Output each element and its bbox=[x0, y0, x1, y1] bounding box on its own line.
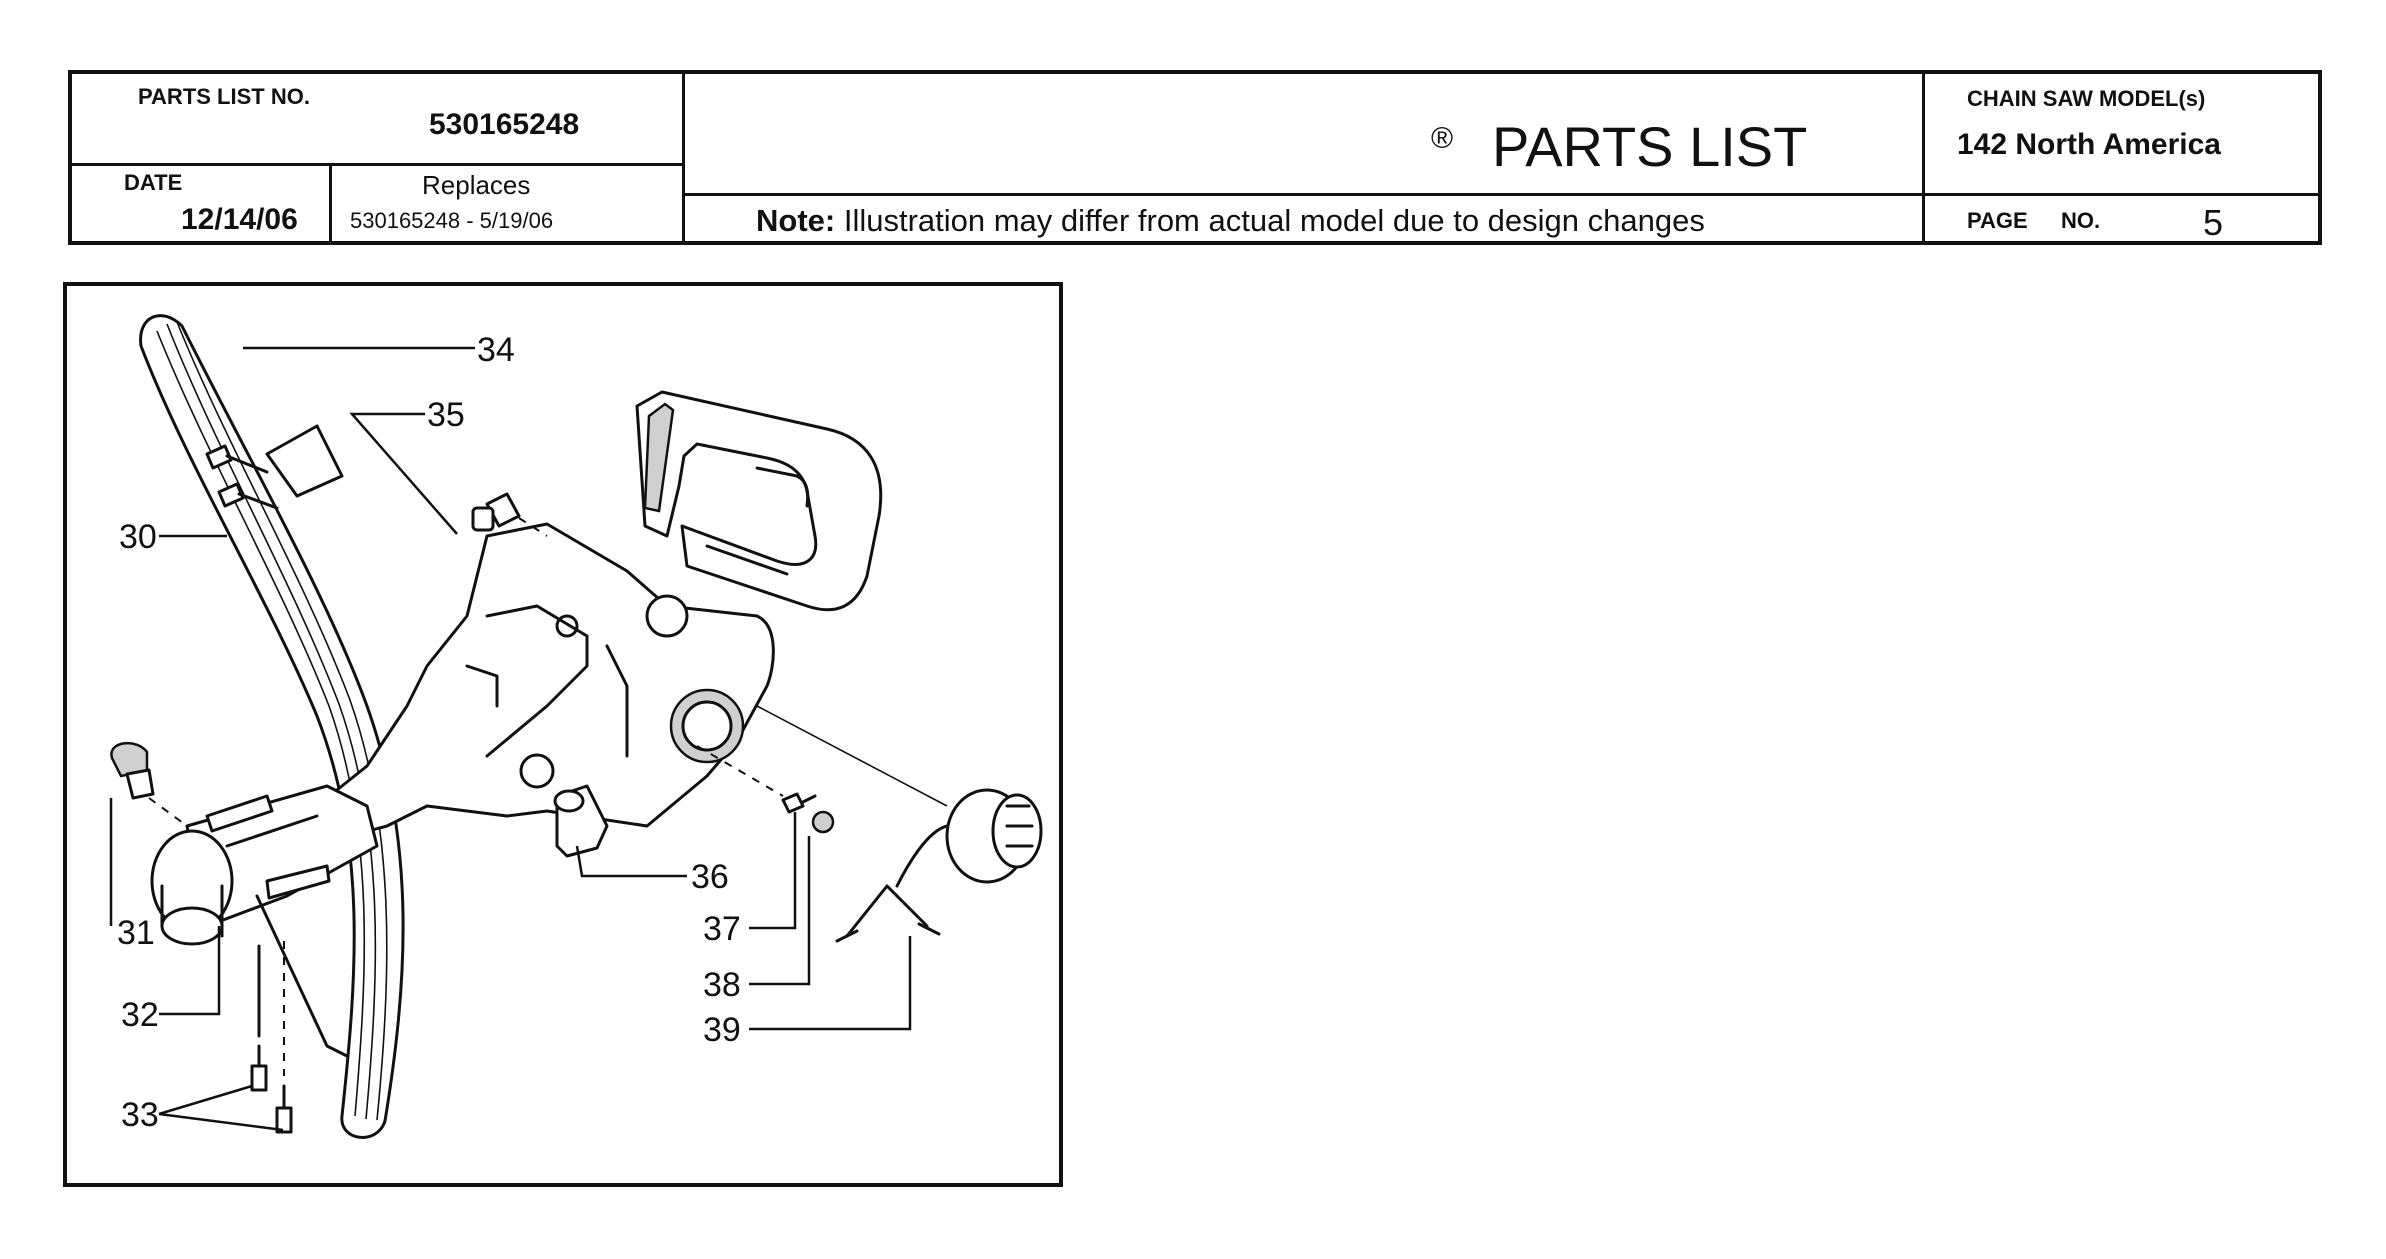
replaces-value: 530165248 - 5/19/06 bbox=[350, 208, 554, 233]
part-35-plug bbox=[471, 492, 548, 537]
parts-list-no: 530165248 bbox=[429, 108, 580, 141]
header-divider bbox=[329, 166, 332, 241]
registered-mark: ® bbox=[1431, 122, 1454, 155]
callout-31: 31 bbox=[117, 914, 155, 952]
header-divider bbox=[682, 193, 2318, 196]
header-divider bbox=[72, 163, 682, 166]
exploded-parts-diagram: 34 35 30 31 32 33 36 37 38 39 bbox=[63, 282, 1063, 1187]
part-36-bumper bbox=[553, 784, 609, 858]
page-label: PAGE bbox=[1967, 208, 2028, 233]
note-text: Illustration may differ from actual mode… bbox=[835, 203, 1705, 238]
header-table: PARTS LIST NO. 530165248 DATE 12/14/06 R… bbox=[68, 70, 2322, 245]
callouts: 34 35 30 31 32 33 36 37 38 39 bbox=[117, 331, 741, 1134]
callout-39: 39 bbox=[703, 1011, 741, 1049]
handle-body bbox=[315, 522, 775, 843]
callout-38: 38 bbox=[703, 966, 741, 1004]
header-divider bbox=[1922, 74, 1925, 241]
leader-lines bbox=[109, 346, 912, 1132]
callout-30: 30 bbox=[119, 518, 157, 556]
callout-36: 36 bbox=[691, 858, 729, 896]
rear-handle bbox=[635, 390, 883, 612]
part-31-knob bbox=[110, 741, 188, 827]
callout-34: 34 bbox=[477, 331, 515, 369]
date-value: 12/14/06 bbox=[181, 203, 298, 236]
diagram-svg: 34 35 30 31 32 33 36 37 38 39 bbox=[109, 314, 1043, 1139]
page-number: 5 bbox=[2203, 202, 2224, 243]
design-note: Note: Illustration may differ from actua… bbox=[756, 203, 1705, 239]
callout-33: 33 bbox=[121, 1096, 159, 1134]
part-39-fuel-cap bbox=[756, 705, 1043, 943]
header-divider bbox=[682, 74, 685, 241]
model-value: 142 North America bbox=[1957, 128, 2221, 161]
note-label: Note: bbox=[756, 203, 836, 238]
replaces-label: Replaces bbox=[422, 170, 531, 200]
model-label: CHAIN SAW MODEL(s) bbox=[1967, 86, 2206, 111]
page-no-label: NO. bbox=[2061, 208, 2101, 233]
lower-arm bbox=[150, 784, 379, 1058]
page-title: PARTS LIST bbox=[1492, 115, 1808, 178]
part-33-screws bbox=[250, 941, 293, 1134]
date-label: DATE bbox=[124, 170, 183, 195]
callout-35: 35 bbox=[427, 396, 465, 434]
callout-37: 37 bbox=[703, 910, 741, 948]
part-30-screws bbox=[205, 444, 279, 510]
part-37-38-fasteners bbox=[696, 745, 835, 834]
callout-32: 32 bbox=[121, 996, 159, 1034]
parts-list-no-label: PARTS LIST NO. bbox=[138, 84, 310, 109]
